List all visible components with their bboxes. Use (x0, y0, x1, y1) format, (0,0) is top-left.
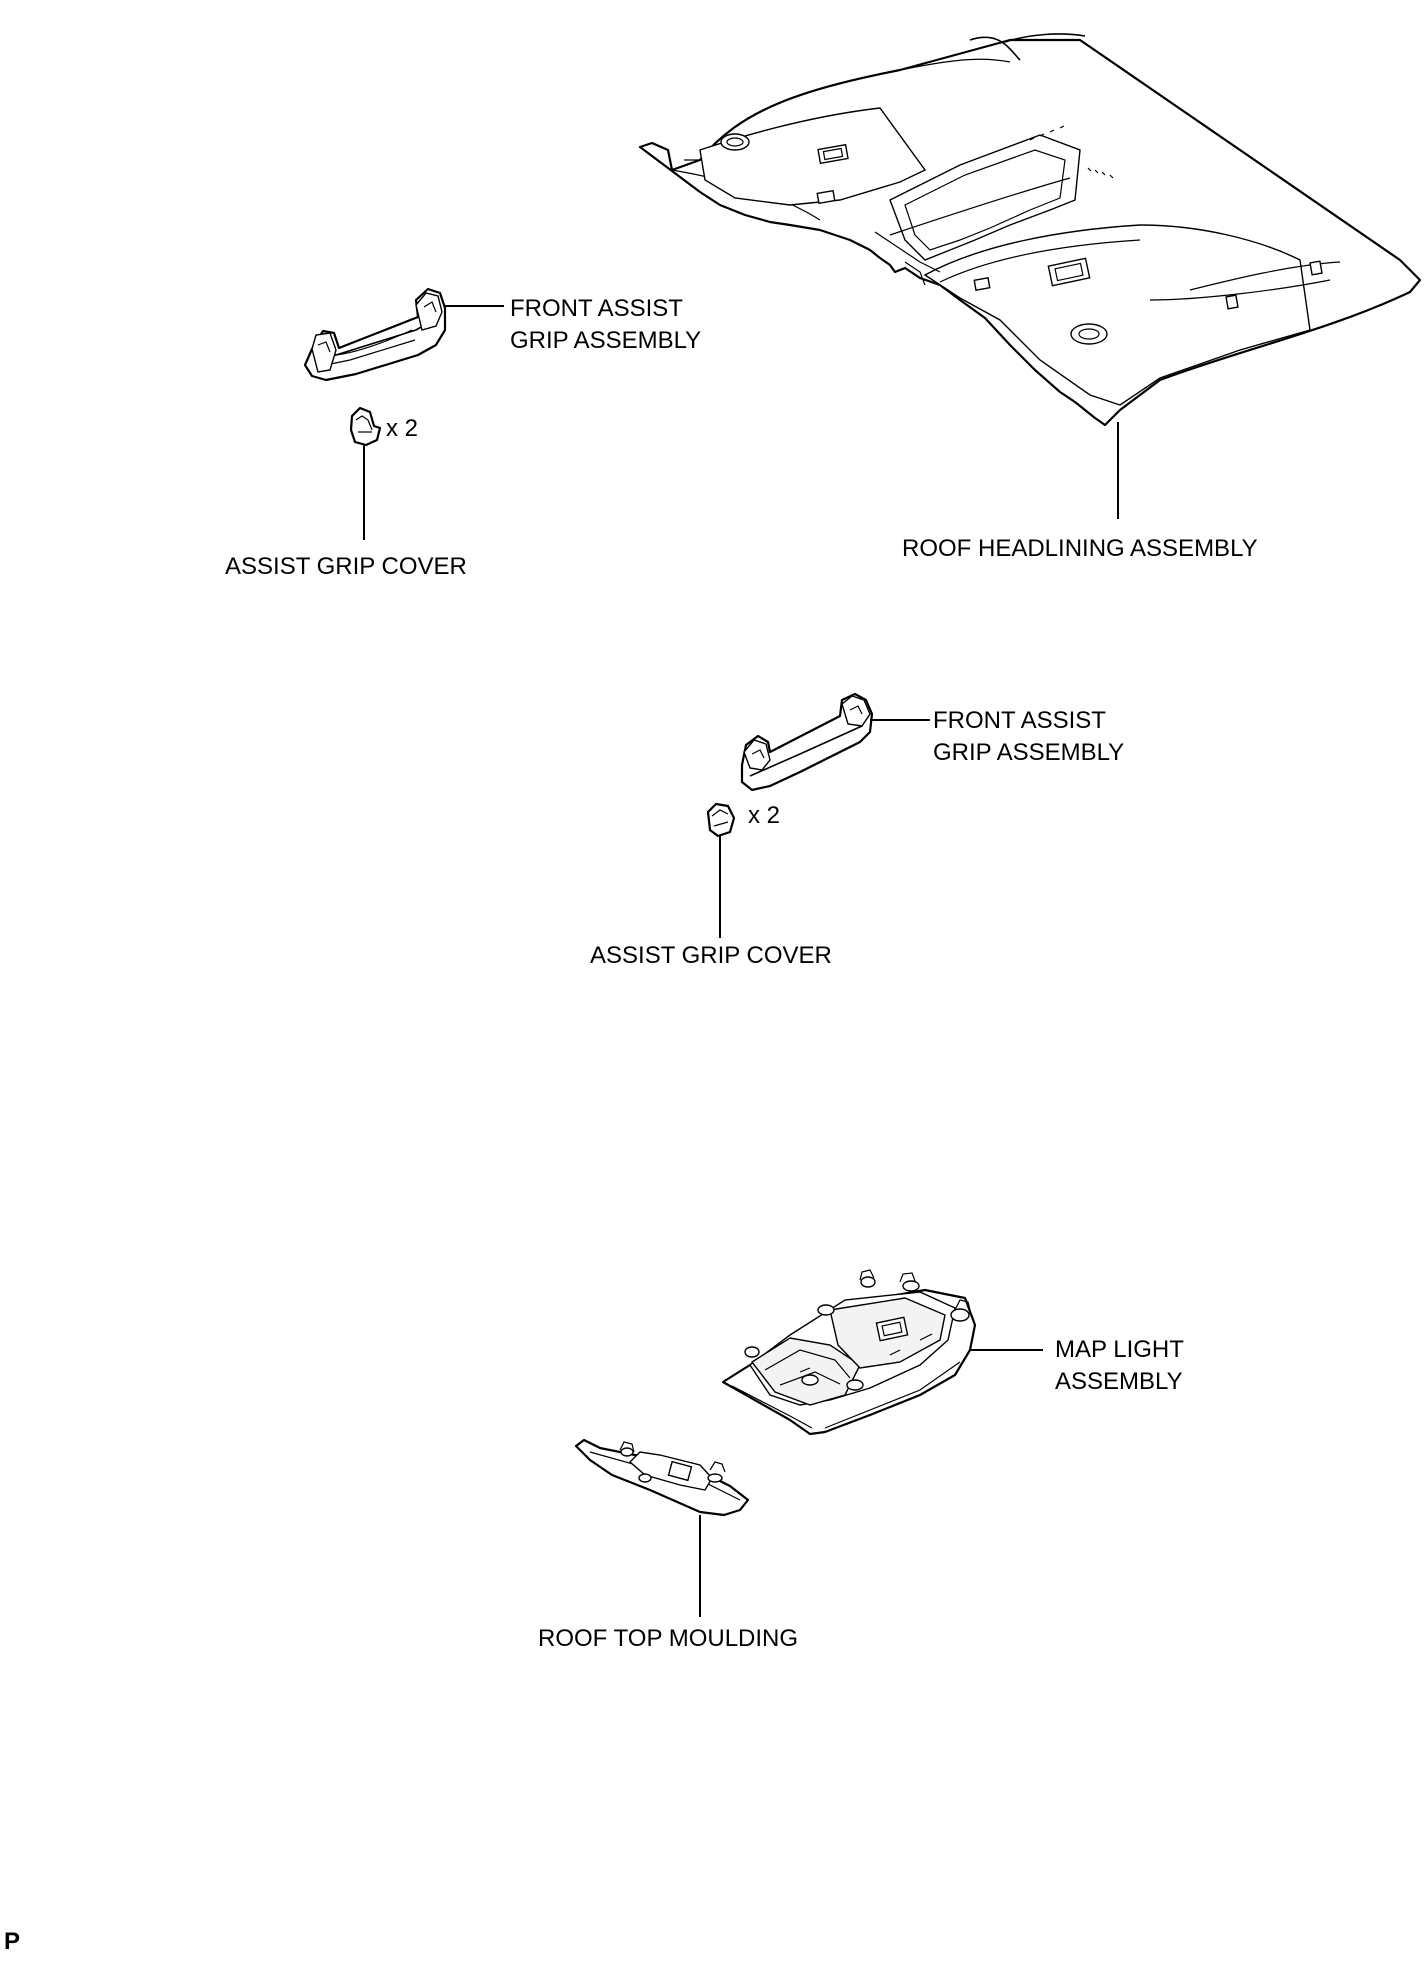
map-light-label-line1: MAP LIGHT (1055, 1336, 1184, 1363)
front-assist-grip-label-1-line1: FRONT ASSIST (510, 295, 683, 322)
assist-grip-cover-label-2: ASSIST GRIP COVER (590, 942, 832, 969)
map-light-label-line2: ASSEMBLY (1055, 1368, 1183, 1395)
map-light-label: MAP LIGHT ASSEMBLY (1055, 1334, 1184, 1398)
quantity-label-2: x 2 (748, 802, 781, 829)
front-assist-grip-label-1: FRONT ASSIST GRIP ASSEMBLY (510, 293, 701, 357)
quantity-label-1: x 2 (386, 415, 419, 442)
roof-headlining-label: ROOF HEADLINING ASSEMBLY (902, 535, 1258, 562)
front-assist-grip-label-1-line2: GRIP ASSEMBLY (510, 327, 702, 354)
assist-grip-cover-label-1: ASSIST GRIP COVER (225, 553, 467, 580)
roof-headlining-assembly-drawing (640, 34, 1420, 425)
front-assist-grip-drawing-1 (305, 289, 445, 380)
front-assist-grip-label-2-line1: FRONT ASSIST (933, 707, 1106, 734)
roof-top-moulding-label: ROOF TOP MOULDING (538, 1625, 799, 1652)
map-light-assembly-drawing (723, 1270, 975, 1434)
corner-mark: P (4, 1928, 21, 1955)
assist-grip-cover-drawing-2 (708, 804, 734, 836)
front-assist-grip-label-2-line2: GRIP ASSEMBLY (933, 739, 1125, 766)
roof-top-moulding-drawing (576, 1440, 748, 1515)
assist-grip-cover-drawing-1 (351, 408, 380, 445)
front-assist-grip-label-2: FRONT ASSIST GRIP ASSEMBLY (933, 705, 1124, 769)
front-assist-grip-drawing-2 (742, 694, 872, 790)
